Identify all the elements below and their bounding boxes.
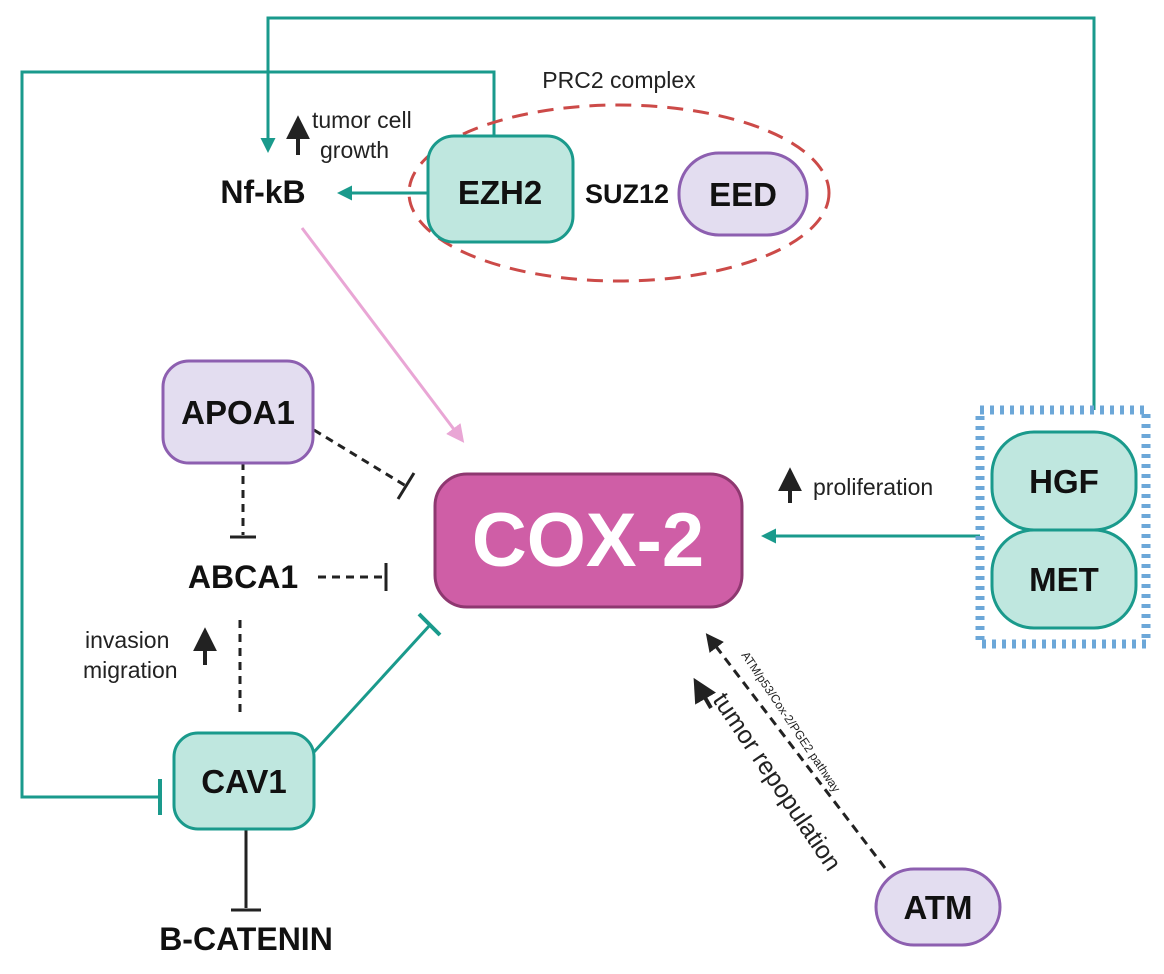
- nfkb-to-cox2-edge: [300, 227, 465, 443]
- cav1-to-cox2-edge: [312, 623, 432, 754]
- cox2-node: [433, 472, 744, 609]
- growth-label: growth: [320, 137, 389, 163]
- cox2-label: COX-2: [472, 498, 704, 583]
- suz12-label: SUZ12: [585, 179, 669, 209]
- abca1-label: ABCA1: [188, 559, 298, 595]
- nfkb-label: Nf-kB: [220, 174, 305, 210]
- hgf-label: HGF: [1029, 463, 1099, 500]
- apoa1-node: [161, 359, 315, 465]
- prc2-complex-label: PRC2 complex: [542, 67, 696, 93]
- migration-label: migration: [83, 657, 178, 683]
- apoa1-label: APOA1: [181, 394, 295, 431]
- tumor-cell-label: tumor cell: [312, 107, 412, 133]
- repopulation-up-arrow-icon: [693, 677, 716, 709]
- cav1-node: [172, 731, 316, 831]
- prc2-complex-outline: [407, 103, 831, 283]
- invasion-label: invasion: [85, 627, 169, 653]
- atm-node: [874, 867, 1002, 947]
- hgf-to-nfkb-edge: [260, 16, 1096, 410]
- cav1-cox2-bar: [417, 612, 442, 637]
- receptor-membrane-box: [975, 405, 1151, 649]
- met-label: MET: [1029, 561, 1099, 598]
- eed-node: [677, 151, 809, 237]
- atm-to-cox2-edge: [705, 633, 887, 869]
- ezh2-to-cav1-inhibition-edge: [20, 70, 496, 799]
- cav1-label: CAV1: [201, 763, 287, 800]
- eed-label: EED: [709, 176, 777, 213]
- apoa1-to-cox2-edge: [313, 428, 407, 488]
- ezh2-label: EZH2: [458, 174, 542, 211]
- apoa1-cox2-bar: [396, 472, 416, 500]
- atm-label: ATM: [903, 889, 972, 926]
- proliferation-label: proliferation: [813, 474, 933, 500]
- ezh2-node: [426, 134, 575, 244]
- bcatenin-label: B-CATENIN: [159, 921, 333, 957]
- met-node: [990, 528, 1138, 630]
